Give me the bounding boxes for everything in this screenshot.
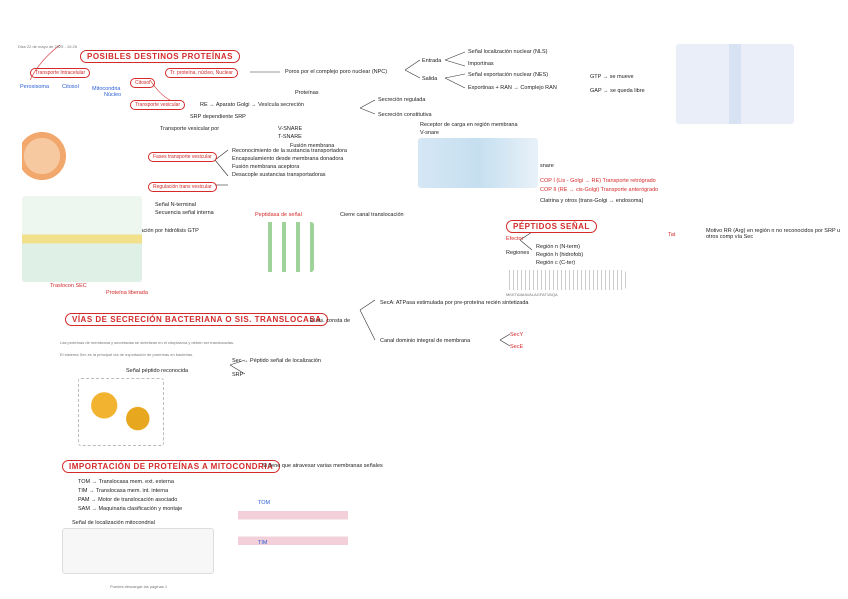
tim-def: TIM → Translocasa mem. int. interna [78,488,169,494]
sece: SecE [510,344,524,350]
vsnare-2: V-snare [420,130,439,136]
dest-nucleo: Núcleo [104,92,122,98]
receptor-carga: Receptor de carga en región membrana [420,122,518,128]
region-h: Región h (hidrofob) [536,252,584,258]
membrane-stages-image [258,222,314,272]
footer-page: Puedes descargar las páginas 1 [110,584,168,589]
dest-mitocondria: Mitocondria [92,86,121,92]
section2-title: PÉPTIDOS SEÑAL [506,220,597,233]
srp-bact: SRP [232,372,244,378]
gtp-text: GTP → se mueve [590,74,634,80]
sam-def: SAM → Maquinaria clasificación y montaje [78,506,183,512]
section4-title: IMPORTACIÓN DE PROTEÍNAS A MITOCONDRIA [62,460,281,473]
translocon-label: Traslocon SEC [50,283,87,289]
dest-peroxisoma: Peroxisoma [20,84,50,90]
fusion-membrana: Fusión membrana [290,143,335,149]
exportina-signal: Señal exportación nuclear (NES) [468,72,549,78]
mito-signal-image [62,528,214,574]
vesicular-transport: Transporte vesicular por [160,126,220,132]
section3-subtitle: El sis. consta de [310,318,351,324]
bubble-cytosol: Citosol [130,78,156,88]
tim-label: TIM [258,540,268,546]
vesicle-docking-image [418,138,538,188]
cierre-canal: Cierre canal translocación [340,212,404,218]
cell-diagram-image [22,130,72,182]
mito-signal: Señal de localización mitocondrial [72,520,155,526]
tat-label: Tat [668,232,676,238]
copii: COP II (RE → cis-Golgi) Transporte anter… [540,187,659,193]
secrecion-constitutiva: Secreción constitutiva [378,112,432,118]
er-translocation-image [22,196,142,282]
regulacion-bubble: Regulación trans vesicular [148,182,217,192]
signal-sequence-image [506,270,626,290]
entrada: Entrada [422,58,442,64]
salida: Salida [422,76,438,82]
secb: Señal péptido reconocida [126,368,189,374]
peptidase: Peptidasa de señal [255,212,302,218]
fase-4: Desacople sustancias transportadoras [232,172,326,178]
dest-citosol: Citosol [62,84,79,90]
secb-sec: Sec → Péptido señal de localización [232,358,321,364]
mito-import-image [238,486,348,570]
efector: Efector [506,236,524,242]
proteinas: Proteínas [295,90,319,96]
tat-note: Motivo RR (Arg) en región n no reconocid… [706,228,841,240]
bubble-secretory: Transporte vesicular [130,100,186,110]
bubble-nucleus: Tr. proteína, núcleo, Nuclear [165,68,238,78]
srp-receptor: Atraer canal translocación por hidrólisi… [90,228,199,234]
bubble-transport: Transporte Intracelular [30,68,91,78]
section3-title: VÍAS DE SECRECIÓN BACTERIANA O SIS. TRAN… [65,313,329,326]
fase-3: Fusión membrana aceptora [232,164,300,170]
clatrina: Clatrina y otros (trans-Golgi → endosoma… [540,198,644,204]
gap-text: GAP → se queda libre [590,88,645,94]
secrecion-regulada: Secreción regulada [378,97,426,103]
sequence-text: MKKTAIAIAVALAGFATVAQA [506,292,558,297]
signal-nterm: Señal N-terminal [155,202,196,208]
exportina: Exportinas + RAN → Complejo RAN [468,85,557,91]
seca: SecA: ATPasa estimulada por pre-proteína… [380,300,529,306]
secy: SecY [510,332,524,338]
section4-subtitle: Si tiene que atravesar varias membranas … [262,463,383,469]
importina: Importinas [468,61,494,67]
er-line: RE → Aparato Golgi → Vesícula secreción [200,102,304,108]
region-n: Región n (N-term) [536,244,581,250]
nuclear-transport-image [676,44,794,124]
liberada: Proteína liberada [106,290,148,296]
snare-label: snare [540,163,554,169]
vsnare: V-SNARE [278,126,303,132]
importina-signal: Señal localización nuclear (NLS) [468,49,548,55]
section1-title: POSIBLES DESTINOS PROTEÍNAS [80,50,240,63]
tsnare: T-SNARE [278,134,302,140]
fase-1: Reconocimiento de la sustancia transport… [232,148,347,154]
regiones: Regiones [506,250,530,256]
fases-bubble: Fases transporte vesicular [148,152,217,162]
tom-def: TOM → Translocasa mem. ext. externa [78,479,174,485]
srp-dependent: SRP dependiente SRP [190,114,246,120]
pam-def: PAM → Motor de translocación asociado [78,497,178,503]
section3-para1: Las proteínas de membrana y secretadas s… [60,340,235,345]
header-date: Diss 22 de mayo de 2025 - 10:25 [18,44,77,49]
region-c: Región c (C-ter) [536,260,576,266]
pore-text: Poros por el complejo poro nuclear (NPC) [285,69,388,75]
secyeg: Canal dominio integral de membrana [380,338,471,344]
internal-signal: Secuencia señal interna [155,210,214,216]
fase-2: Encapsulamiento desde membrana donadora [232,156,344,162]
sec-pathway-image [78,378,164,446]
section3-para2: El sistema Sec es la principal vía de ex… [60,352,194,357]
tom-label: TOM [258,500,271,506]
copi: COP I (Lis - Golgi → RE) Transporte retr… [540,178,656,184]
